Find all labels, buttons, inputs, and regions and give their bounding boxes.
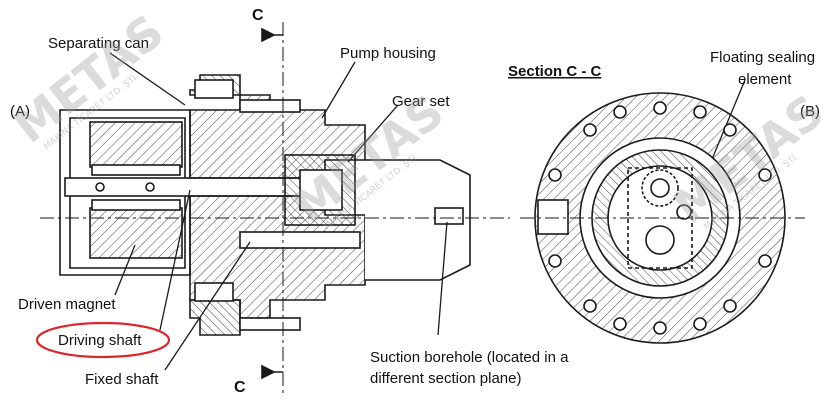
label-suction-borehole-line2: different section plane) [370, 370, 522, 387]
label-separating-can: Separating can [48, 35, 149, 52]
driving-shaft-highlight [35, 321, 171, 359]
label-floating-sealing-line1: Floating sealing [710, 49, 815, 66]
label-floating-sealing-line2: element [738, 71, 792, 88]
longitudinal-section [40, 22, 510, 395]
label-suction-borehole-line1: Suction borehole (located in a [370, 349, 569, 366]
view-marker-a: (A) [10, 103, 30, 120]
view-marker-b: (B) [800, 103, 820, 120]
label-gear-set: Gear set [392, 93, 450, 110]
label-pump-housing: Pump housing [340, 45, 436, 62]
cross-section-c-c [520, 92, 805, 344]
label-fixed-shaft: Fixed shaft [85, 371, 159, 388]
section-title: Section C - C [508, 63, 602, 80]
label-driving-shaft: Driving shaft [58, 332, 142, 349]
cut-marker-top: C [252, 7, 264, 24]
label-driven-magnet: Driven magnet [18, 296, 116, 313]
cut-marker-bottom: C [234, 379, 246, 396]
